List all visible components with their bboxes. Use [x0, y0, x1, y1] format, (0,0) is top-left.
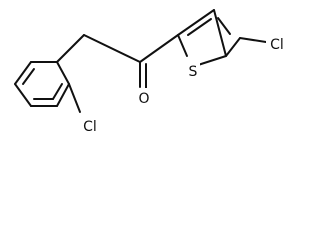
thiophene-bond-5 [225, 37, 241, 57]
bonds [14, 9, 267, 113]
structure-canvas: O S Cl Cl [14, 9, 288, 135]
sulfur-label: S [189, 64, 198, 80]
oxygen-label: O [138, 91, 149, 107]
thiophene-chlorine-label: Cl [270, 37, 284, 53]
benzene-chlorine-label: Cl [83, 119, 97, 135]
sulfur-label-bg [186, 61, 200, 79]
benzylic-bond [56, 34, 85, 63]
benzene-bond-4 [56, 83, 70, 107]
chemical-structure-diagram: O S Cl Cl [14, 9, 288, 135]
benzene-chlorine-label-bg [79, 116, 101, 134]
thiophene-double-bond-a [187, 18, 212, 36]
thiophene-bond-2 [197, 55, 227, 66]
thiophene-chlorine-label-bg [266, 34, 288, 52]
carbonyl-to-thiophene-bond [139, 34, 179, 63]
benzene-cl-bond [68, 83, 81, 113]
oxygen-label-bg [137, 88, 151, 106]
thiophene-bond-4 [177, 9, 215, 36]
benzene-bond-6 [14, 83, 32, 107]
methylene-to-carbonyl-bond [83, 34, 141, 63]
thiophene-bond-3 [213, 9, 227, 57]
benzene-double-bond-a [22, 68, 35, 85]
benzene-bond-1 [14, 61, 32, 85]
benzene-bond-3 [56, 61, 70, 85]
thiophene-bond-1 [177, 34, 188, 57]
benzene-double-bond-b [52, 83, 63, 100]
thiophene-cl-bond [239, 37, 267, 43]
thiophene-double-bond-b [217, 17, 231, 35]
atom-labels: O S Cl Cl [79, 34, 288, 135]
